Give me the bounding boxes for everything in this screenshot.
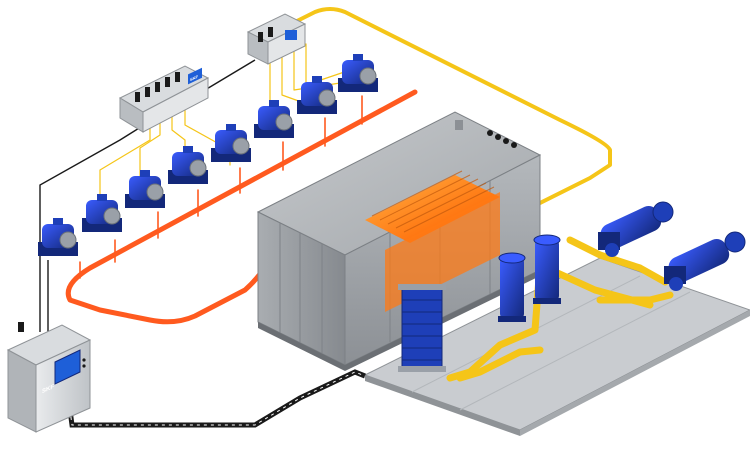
main-supply-line [293,7,612,302]
plate-heat-exchanger-icon [398,284,446,372]
motor-pump-icon [664,231,746,291]
junction-box-large: SKF [118,65,210,133]
cabinet-screen [54,349,81,385]
junction-box-logo: SKF [190,74,198,83]
tank-front-glow [385,192,500,312]
tank-cutaway-window [365,175,500,243]
filter-icon [498,252,526,322]
filter-icon [533,234,561,304]
bearing-housings [38,54,378,256]
bearing-housing-icon [211,124,251,162]
cable-tray [67,369,366,428]
junction-box-small [246,13,307,65]
bearing-housing-icon [125,170,165,208]
bearing-housing-icon [297,76,337,114]
cable-terminal-to-terminal [204,59,256,91]
bearing-housing-icon [338,54,378,92]
oil-tank [256,111,542,371]
junction-box-display [188,67,202,85]
junction-box-small-display [285,30,297,40]
motor-pump-icon [598,201,674,257]
cabinet-icon: SKF [6,322,92,433]
bearing-housing-icon [254,100,294,138]
bearing-housing-icon [38,218,78,256]
supply-pipe-exchanger [456,346,544,382]
bearing-housing-icon [168,146,208,184]
supply-pipe-pumps [566,236,674,304]
bearing-housing-icon [82,194,122,232]
